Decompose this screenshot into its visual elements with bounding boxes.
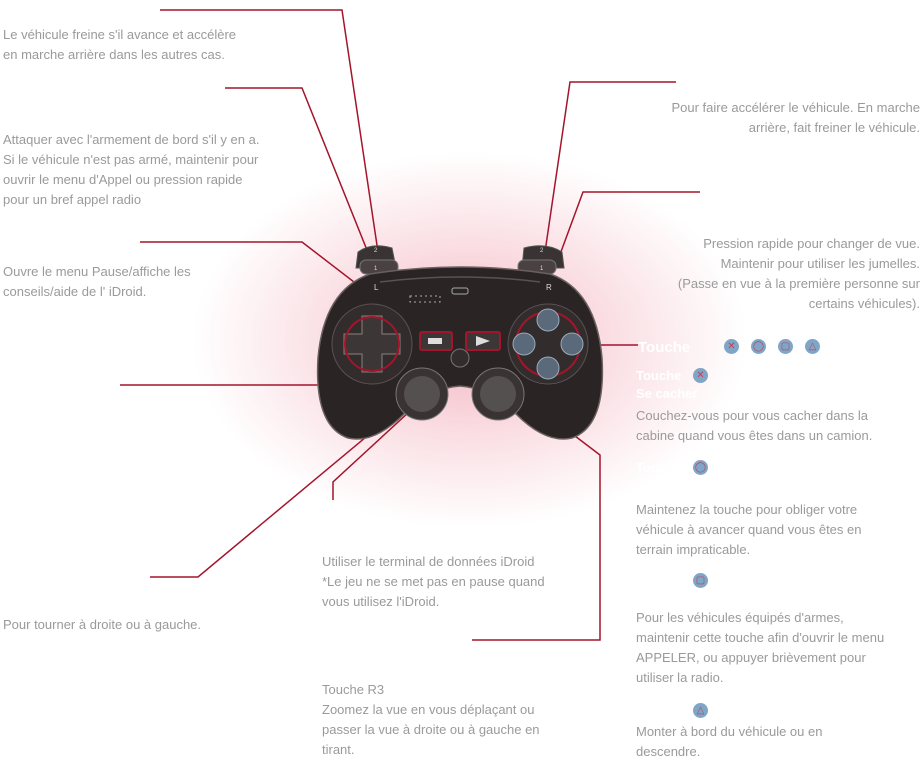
- l1-description: Attaquer avec l'armement de bord s'il y …: [3, 132, 260, 207]
- square-icon: ▢: [778, 339, 793, 354]
- controller-illustration: L R 2 1 2 1: [316, 245, 604, 440]
- triangle-description: Monter à bord du véhicule ou en descendr…: [636, 724, 823, 759]
- cross-subtitle: Se cacher: [636, 386, 698, 401]
- l1-label: 1: [374, 266, 378, 272]
- r1-label: 1: [540, 266, 544, 272]
- r2-label: 2: [540, 248, 544, 254]
- r-label: R: [546, 283, 552, 292]
- square-icon: ▢: [693, 573, 708, 588]
- cross-description: Couchez-vous pour vous cacher dans la ca…: [636, 408, 873, 443]
- l-label: L: [374, 283, 379, 292]
- triangle-icon: △: [693, 703, 708, 718]
- square-description: Pour les véhicules équipés d'armes, main…: [636, 610, 885, 685]
- cross-icon: ✕: [693, 368, 708, 383]
- r2-description: Pour faire accélérer le véhicule. En mar…: [671, 100, 920, 135]
- circle-icon: ◯: [751, 339, 766, 354]
- left-stick-description: Pour tourner à droite ou à gauche.: [3, 617, 202, 632]
- r3-title: Touche R3: [322, 682, 385, 697]
- circle-title: Touche: [636, 460, 682, 475]
- circle-description: Maintenez la touche pour obliger votre v…: [636, 502, 862, 557]
- select-description: Utiliser le terminal de données iDroid *…: [322, 554, 545, 609]
- start-description: Ouvre le menu Pause/affiche les conseils…: [3, 264, 191, 299]
- l2-description: Le véhicule freine s'il avance et accélè…: [3, 27, 237, 62]
- r3-description: Zoomez la vue en vous déplaçant ou passe…: [322, 702, 540, 757]
- l2-label: 2: [374, 248, 378, 254]
- triangle-icon: △: [805, 339, 820, 354]
- cross-title: Touche: [636, 368, 682, 383]
- r1-description: Pression rapide pour changer de vue. Mai…: [677, 236, 920, 311]
- face-buttons-title: Touche: [638, 339, 691, 356]
- cross-icon: ✕: [724, 339, 739, 354]
- circle-icon: ◯: [693, 460, 708, 475]
